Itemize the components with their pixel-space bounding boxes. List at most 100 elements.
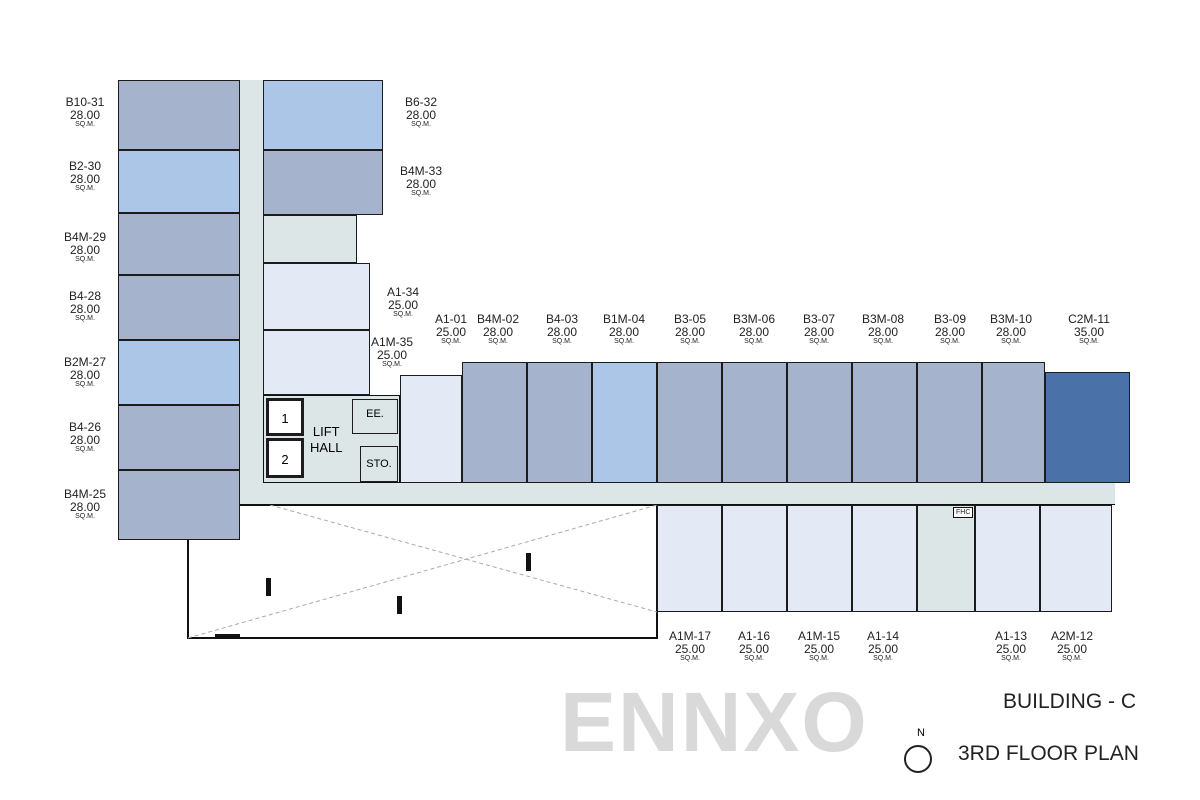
unit-b4m-33[interactable]: [263, 150, 383, 215]
unit-area: 28.00: [69, 367, 101, 382]
unit-unit: SQ.M.: [1001, 338, 1021, 346]
unit-area: 28.00: [738, 324, 770, 339]
unit-code: C2M-11: [1068, 312, 1110, 326]
unit-b1m-04[interactable]: [592, 362, 657, 483]
watermark: ENNXO: [560, 675, 869, 769]
unit-unit: SQ.M.: [809, 338, 829, 346]
unit-unit: SQ.M.: [744, 655, 764, 663]
unit-a1-01[interactable]: [400, 375, 462, 483]
unit-code: A2M-12: [1050, 629, 1094, 643]
unit-b4m-25[interactable]: [118, 470, 240, 540]
unit-b4-03[interactable]: [527, 362, 592, 483]
unit-unit: SQ.M.: [411, 121, 431, 129]
unit-code: B4-26: [68, 420, 102, 434]
unit-b2m-27[interactable]: [118, 340, 240, 405]
building-title: BUILDING - C: [1003, 690, 1137, 713]
unit-unit: SQ.M.: [382, 361, 402, 369]
unit-code: B3-07: [802, 312, 836, 326]
unit-b4m-02[interactable]: [462, 362, 527, 483]
unit-unit: SQ.M.: [1062, 655, 1082, 663]
unit-unit: SQ.M.: [1079, 338, 1099, 346]
unit-area: 28.00: [867, 324, 899, 339]
unit-area: 28.00: [674, 324, 706, 339]
unit-a1m-35[interactable]: [263, 330, 370, 395]
unit-c2m-11[interactable]: [1045, 372, 1130, 483]
unit-area: 25.00: [376, 347, 408, 362]
unit-b3m-08[interactable]: [852, 362, 917, 483]
lift-hall: 1 2 LIFT HALL EE. STO.: [263, 395, 400, 483]
unit-code: B4M-02: [476, 312, 520, 326]
north-label: N: [917, 727, 925, 739]
unit-unit: SQ.M.: [75, 121, 95, 129]
stair-south: [917, 505, 975, 612]
unit-unit: SQ.M.: [873, 338, 893, 346]
unit-code: A1M-15: [797, 629, 841, 643]
unit-b4-28[interactable]: [118, 275, 240, 340]
unit-a1-14[interactable]: [852, 505, 917, 612]
unit-b6-32[interactable]: [263, 80, 383, 150]
unit-code: B4-28: [68, 289, 102, 303]
unit-area: 28.00: [803, 324, 835, 339]
unit-unit: SQ.M.: [393, 311, 413, 319]
unit-b3-05[interactable]: [657, 362, 722, 483]
unit-code: A1M-17: [668, 629, 712, 643]
unit-unit: SQ.M.: [873, 655, 893, 663]
north-arrow-icon: [904, 745, 932, 773]
unit-area: 28.00: [482, 324, 514, 339]
unit-a2m-12[interactable]: [1040, 505, 1112, 612]
unit-a1-13[interactable]: [975, 505, 1040, 612]
unit-a1m-15[interactable]: [787, 505, 852, 612]
unit-unit: SQ.M.: [441, 338, 461, 346]
unit-area: 25.00: [867, 641, 899, 656]
unit-code: B3M-10: [989, 312, 1033, 326]
unit-unit: SQ.M.: [75, 381, 95, 389]
unit-b3-07[interactable]: [787, 362, 852, 483]
unit-area: 35.00: [1073, 324, 1105, 339]
unit-b3m-06[interactable]: [722, 362, 787, 483]
unit-a1-34[interactable]: [263, 263, 370, 330]
unit-code: A1-16: [737, 629, 771, 643]
storage-room: STO.: [360, 446, 398, 482]
unit-b3-09[interactable]: [917, 362, 982, 483]
unit-unit: SQ.M.: [75, 256, 95, 264]
unit-code: B3-05: [673, 312, 707, 326]
unit-area: 28.00: [69, 432, 101, 447]
unit-unit: SQ.M.: [680, 655, 700, 663]
lift-2[interactable]: 2: [266, 438, 304, 478]
unit-b10-31[interactable]: [118, 80, 240, 150]
unit-area: 28.00: [608, 324, 640, 339]
unit-b4-26[interactable]: [118, 405, 240, 470]
lift-1[interactable]: 1: [266, 398, 304, 436]
unit-b4m-29[interactable]: [118, 213, 240, 275]
unit-unit: SQ.M.: [809, 655, 829, 663]
unit-code: B2-30: [68, 159, 102, 173]
unit-b3m-10[interactable]: [982, 362, 1045, 483]
unit-unit: SQ.M.: [680, 338, 700, 346]
unit-unit: SQ.M.: [75, 446, 95, 454]
unit-unit: SQ.M.: [488, 338, 508, 346]
unit-b2-30[interactable]: [118, 150, 240, 213]
unit-code: A1M-35: [370, 335, 414, 349]
unit-code: B4M-25: [63, 487, 107, 501]
unit-a1m-17[interactable]: [657, 505, 722, 612]
unit-unit: SQ.M.: [614, 338, 634, 346]
unit-code: B3M-08: [861, 312, 905, 326]
unit-a1-16[interactable]: [722, 505, 787, 612]
unit-code: B3M-06: [732, 312, 776, 326]
unit-code: B1M-04: [602, 312, 646, 326]
unit-area: 28.00: [69, 107, 101, 122]
